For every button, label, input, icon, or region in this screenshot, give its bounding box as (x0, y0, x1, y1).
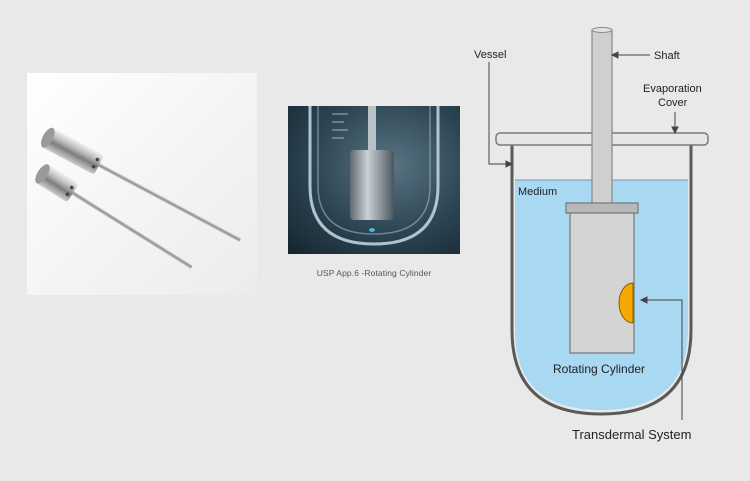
shaft (591, 29, 613, 207)
rod-front (71, 191, 193, 269)
photo-caption: USP App.6 -Rotating Cylinder (316, 268, 432, 278)
cylinder-rear (43, 129, 104, 174)
label-transdermal-system: Transdermal System (572, 427, 691, 442)
rotating-cylinder-photo-illustration (35, 127, 242, 269)
rod-rear (98, 163, 242, 242)
cylinder-cap (565, 202, 639, 214)
cylinder-photo (350, 150, 394, 220)
vessel-photo (288, 106, 460, 254)
label-medium: Medium (518, 186, 557, 198)
rotating-cylinder-photo (27, 73, 257, 295)
label-rotating-cylinder: Rotating Cylinder (553, 362, 645, 376)
rotating-cylinder (569, 212, 635, 354)
shaft-photo (368, 106, 376, 152)
transdermal-system-patch (618, 282, 634, 324)
transdermal-leader (641, 299, 683, 420)
vessel-leader (488, 62, 512, 165)
vessel-wall (510, 145, 693, 416)
label-cover: Cover (658, 97, 688, 109)
label-shaft: Shaft (654, 50, 680, 62)
label-vessel: Vessel (474, 49, 506, 61)
label-evaporation: Evaporation (643, 83, 702, 95)
glass-vessel (308, 106, 440, 246)
vessel-photo-illustration (308, 106, 440, 246)
